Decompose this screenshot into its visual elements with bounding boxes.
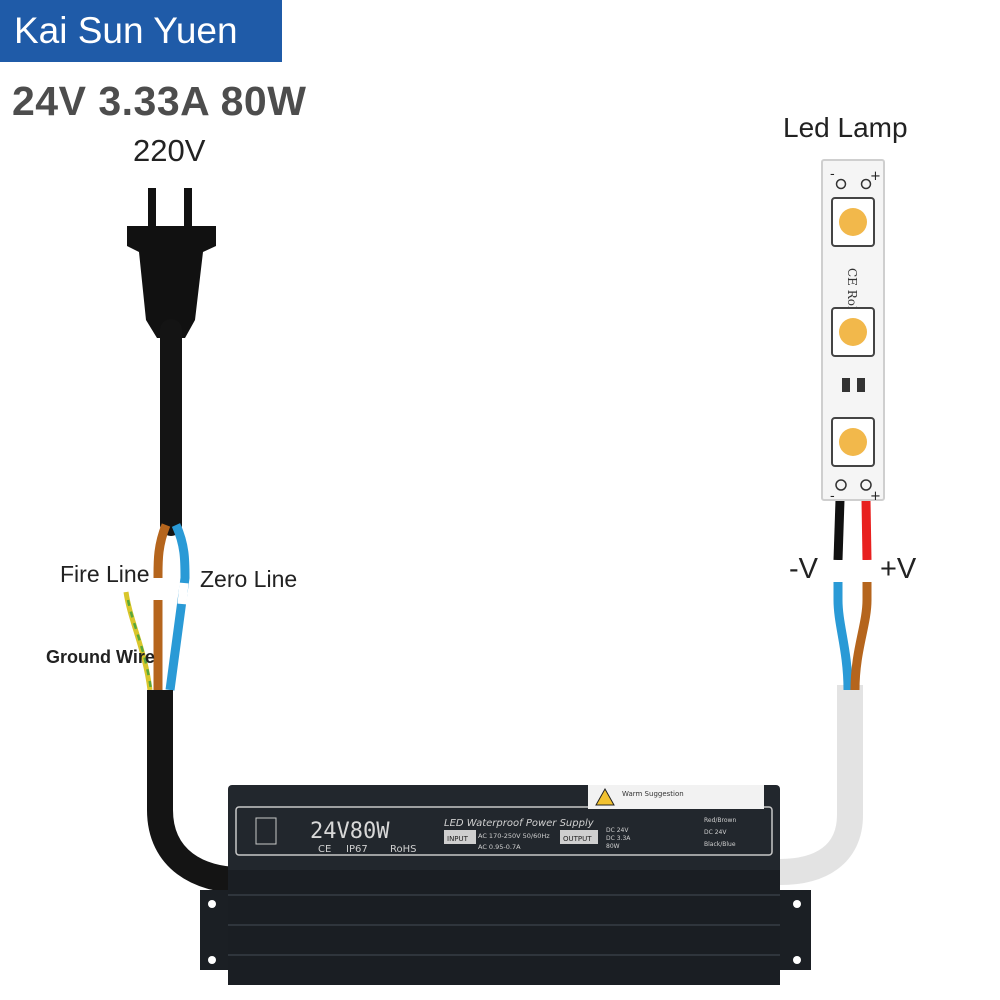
resistor-2 <box>857 378 865 392</box>
svg-text:OUTPUT: OUTPUT <box>563 835 592 843</box>
warning-icon <box>595 787 615 806</box>
svg-text:CE: CE <box>318 844 331 855</box>
led-strip: - + CE RoHS - + <box>821 159 885 504</box>
output-cable <box>779 685 863 885</box>
svg-text:-: - <box>830 489 835 504</box>
svg-text:80W: 80W <box>606 843 620 850</box>
svg-text:+: + <box>870 489 881 504</box>
svg-text:Warm Suggestion: Warm Suggestion <box>622 790 684 798</box>
brand-banner: Kai Sun Yuen <box>0 0 282 62</box>
zero-line-label: Zero Line <box>200 566 298 592</box>
input-wires <box>123 523 190 691</box>
positive-voltage-label: +V <box>880 553 917 585</box>
svg-text:RoHS: RoHS <box>390 844 416 855</box>
input-cable-lower <box>147 690 241 893</box>
input-voltage-label: 220V <box>133 133 206 168</box>
output-wires <box>833 499 872 691</box>
svg-text:DC 24V: DC 24V <box>606 827 629 834</box>
svg-text:Black/Blue: Black/Blue <box>704 841 736 848</box>
svg-text:Red/Brown: Red/Brown <box>704 817 736 824</box>
led-lamp-label: Led Lamp <box>783 112 908 143</box>
power-supply: 24V80W LED Waterproof Power Supply CE IP… <box>200 785 811 985</box>
ground-wire-label: Ground Wire <box>46 647 155 667</box>
resistor-1 <box>842 378 850 392</box>
negative-voltage-label: -V <box>789 553 818 585</box>
strip-plus: + <box>870 169 881 184</box>
svg-text:DC 3.3A: DC 3.3A <box>606 835 631 842</box>
fire-line-label: Fire Line <box>60 561 150 587</box>
svg-text:INPUT: INPUT <box>447 835 469 843</box>
svg-text:DC 24V: DC 24V <box>704 829 727 836</box>
svg-text:IP67: IP67 <box>346 844 368 855</box>
spec-heading: 24V 3.33A 80W <box>12 78 307 124</box>
plug-icon <box>127 188 216 338</box>
svg-text:AC 0.95-0.7A: AC 0.95-0.7A <box>478 843 521 851</box>
psu-model: 24V80W <box>310 819 390 844</box>
svg-text:AC 170-250V 50/60Hz: AC 170-250V 50/60Hz <box>478 832 550 840</box>
strip-minus: - <box>830 167 835 182</box>
psu-title: LED Waterproof Power Supply <box>444 818 595 829</box>
